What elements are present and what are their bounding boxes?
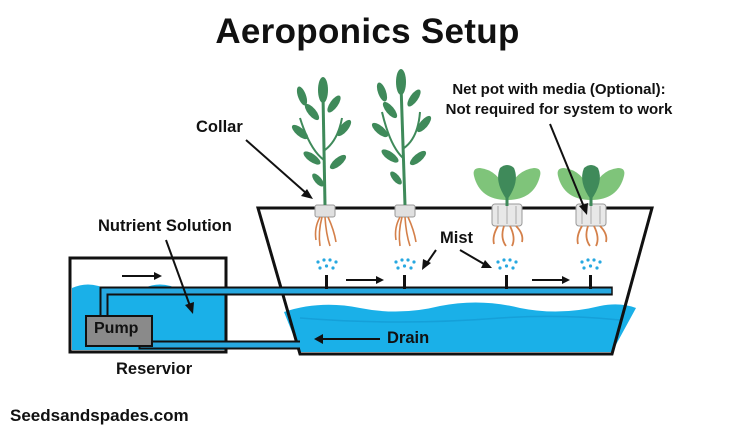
mist-spray-icon xyxy=(394,258,416,289)
eucalyptus-sprig-icon xyxy=(371,69,432,247)
drain-arrow-icon xyxy=(314,334,380,344)
mist-pointer-left xyxy=(422,249,437,270)
credit-text: Seedsandspades.com xyxy=(10,406,189,425)
flow-arrow-icon xyxy=(532,276,570,284)
pointer-lines xyxy=(165,123,588,314)
mist-pointer-right xyxy=(459,249,492,268)
flow-arrow-icon xyxy=(346,276,384,284)
collar-pointer xyxy=(245,139,313,199)
flow-arrow-icon xyxy=(122,272,162,280)
nutrient-pointer xyxy=(165,239,194,314)
mist-spray-icon xyxy=(580,258,602,289)
collar-label: Collar xyxy=(196,118,243,136)
drain-label: Drain xyxy=(387,329,430,347)
lettuce-seedling-icon xyxy=(473,165,541,247)
pump xyxy=(85,315,153,347)
flow-arrows xyxy=(122,272,570,344)
pump-label: Pump xyxy=(94,320,139,337)
lettuce-seedling-icon xyxy=(557,165,625,247)
supply-pipe xyxy=(99,286,613,320)
nutrient-solution-label: Nutrient Solution xyxy=(98,217,232,235)
net-pot-pointer xyxy=(549,123,588,215)
net-pot-label-line1: Net pot with media (Optional): xyxy=(452,81,666,98)
sprayers xyxy=(316,258,602,289)
mist-spray-icon xyxy=(316,258,338,289)
mist-spray-icon xyxy=(496,258,518,289)
net-pot-label: Net pot with media (Optional): Not requi… xyxy=(438,80,680,120)
eucalyptus-sprig-icon xyxy=(291,77,352,247)
reservoir-label: Reservior xyxy=(116,360,193,378)
net-pot-label-line2: Not required for system to work xyxy=(445,101,673,118)
mist-label: Mist xyxy=(440,229,473,247)
diagram-title: Aeroponics Setup xyxy=(215,12,520,51)
